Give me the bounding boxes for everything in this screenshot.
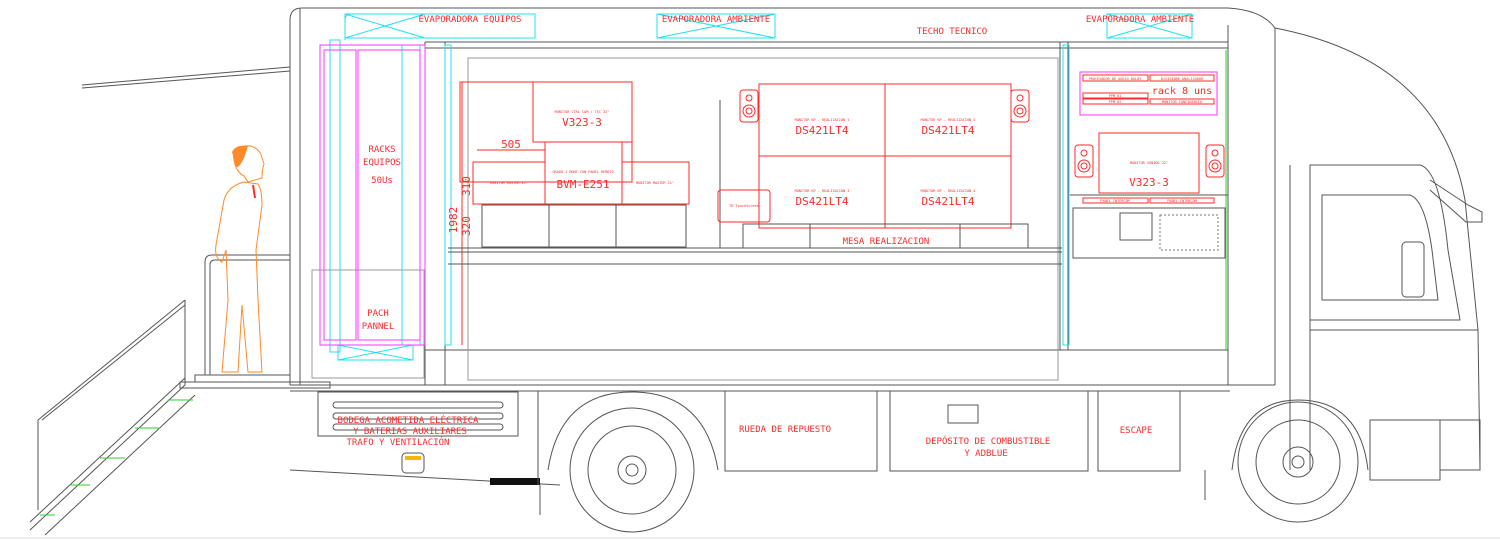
chassis: BODEGA ACOMETIDA ELÉCTRICA Y BATERIAS AU… (289, 390, 1206, 515)
dim-width: 505 (501, 138, 521, 151)
speaker-icon (1205, 144, 1225, 178)
desk-label: MESA REALIZACION (843, 237, 930, 247)
kp3-model: DS421LT4 (796, 195, 849, 208)
dim-total: 1982 (447, 207, 460, 234)
sound-desc: MONITOR SONIDO 32" (1130, 161, 1168, 165)
ppm2: PPM 02 (1109, 100, 1122, 104)
bodega-1: BODEGA ACOMETIDA ELÉCTRICA (338, 414, 479, 426)
master-left: MONITOR MASTER 21" (490, 181, 528, 185)
intercom1: PANEL INTERCOM (1100, 199, 1130, 203)
bodega-2: Y BATERIAS AUXILIARES (353, 427, 467, 437)
label-techo-tecnico: TECHO TECNICO (917, 27, 987, 37)
kp4-model: DS421LT4 (922, 195, 975, 208)
analyzer: DIVISIONE ANALIZADOR (1161, 77, 1204, 81)
monitor-wall-left: MONITOR CTRL CAM / TEC 32" V323-3 GRADO … (447, 81, 771, 345)
patch-label-1: PACH (367, 309, 389, 319)
ctrl-cam-model: V323-3 (562, 116, 602, 129)
truck-cab (1231, 27, 1483, 523)
racks-label-2: EQUIPOS (363, 158, 401, 168)
grade1-desc: GRADO 1 MONT CON PANEL REMOTO (552, 170, 613, 174)
dim-h1: 310 (460, 176, 473, 196)
master-right: MONITOR MASTER 21" (636, 181, 674, 185)
patch-label-2: PANNEL (362, 322, 395, 332)
kp4-desc: MONITOR KP - REALIZACION 4 (921, 189, 976, 193)
escape-label: ESCAPE (1120, 426, 1153, 436)
kp1-desc: MONITOR KP - REALIZACION 1 (795, 118, 850, 122)
deposito-2: Y ADBLUE (964, 449, 1007, 459)
production-desk: MESA REALIZACION (448, 223, 1062, 265)
audio-console (1072, 207, 1226, 259)
speaker-icon (1010, 89, 1030, 123)
racks-label-1: RACKS (368, 145, 395, 155)
label-evap-ambiente-2: EVAPORADORA AMBIENTE (1086, 15, 1194, 25)
rear-wheel (547, 391, 719, 533)
grade1-model: BVM-E251 (557, 178, 610, 191)
touchscreen: TD TouchScreen (729, 204, 759, 208)
dim-h2: 320 (460, 216, 473, 236)
intercom2: PANEL INTERCOM (1167, 199, 1197, 203)
hair (232, 145, 248, 167)
kp2-desc: MONITOR KP - REALIZACION 2 (921, 118, 976, 122)
proc: PROCESADOR DE AUDIO DOLBY (1089, 77, 1143, 81)
kp2-model: DS421LT4 (922, 124, 975, 137)
rack-title: rack 8 uns (1152, 86, 1212, 97)
bodega-3: TRAFO Y VENTILACIÓN (347, 436, 450, 448)
deposito-1: DEPÓSITO DE COMBUSTIBLE (926, 435, 1051, 447)
kp3-desc: MONITOR KP - REALIZACION 3 (795, 189, 850, 193)
ctrl-cam-desc: MONITOR CTRL CAM / TEC 32" (555, 110, 610, 114)
label-evap-equipos: EVAPORADORA EQUIPOS (419, 15, 522, 25)
equipment-racks: RACKS EQUIPOS 50Us PACH PANNEL (319, 44, 426, 346)
kp1-model: DS421LT4 (796, 124, 849, 137)
awning (81, 66, 291, 89)
person-figure (215, 145, 265, 373)
sound-model: V323-3 (1129, 176, 1169, 189)
multiviewer-wall: MONITOR KP - REALIZACION 1 DS421LT4 MONI… (758, 83, 1012, 229)
racks-label-3: 50Us (371, 176, 393, 186)
speaker-icon (1074, 144, 1094, 178)
ppm1: PPM 01 (1109, 94, 1122, 98)
speaker-icon (739, 89, 759, 123)
interior-outline (467, 57, 1059, 381)
label-evap-ambiente-1: EVAPORADORA AMBIENTE (662, 15, 770, 25)
access-stairs (29, 254, 331, 536)
confidence: MONITOR CONFIDENCIA (1162, 100, 1203, 104)
audio-rack: PROCESADOR DE AUDIO DOLBY DIVISIONE ANAL… (1070, 71, 1228, 259)
rueda-label: RUEDA DE REPUESTO (739, 425, 831, 435)
